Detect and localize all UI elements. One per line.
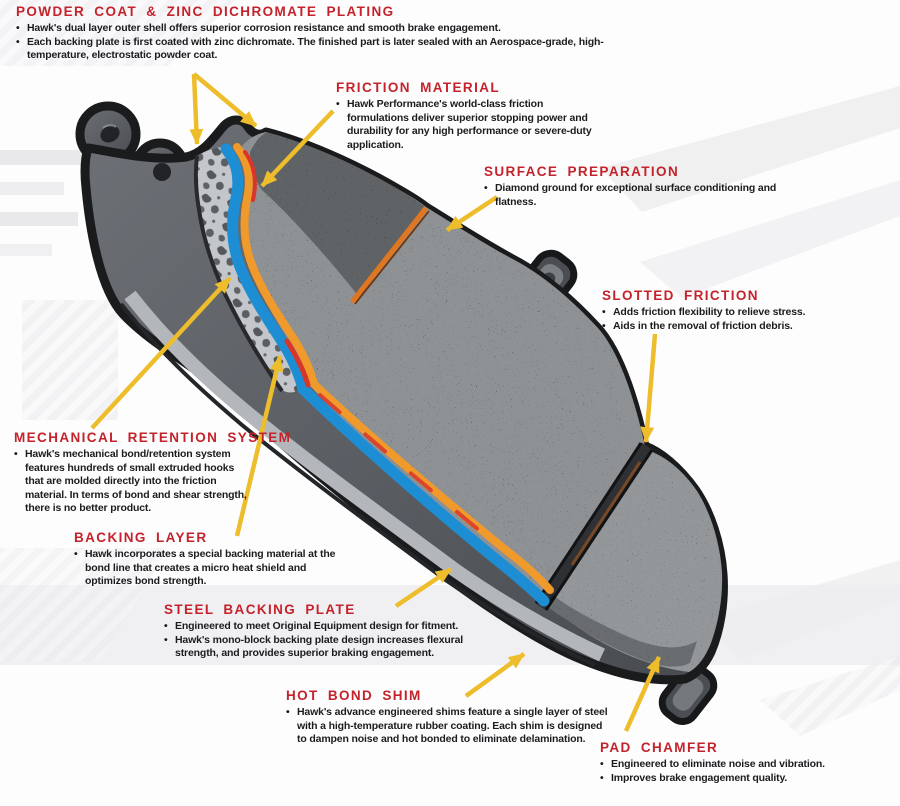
callout-steel-backing-plate: STEEL BACKING PLATE Engineered to meet O… [164, 602, 482, 661]
bullet: Hawk's mono-block backing plate design i… [164, 634, 482, 661]
callout-title: SLOTTED FRICTION [602, 288, 759, 303]
bond-line-red2 [284, 338, 311, 388]
bullet: Engineered to eliminate noise and vibrat… [600, 758, 882, 772]
friction-material [239, 132, 723, 672]
bond-layers [220, 143, 554, 607]
callout-friction-material: FRICTION MATERIAL Hawk Performance's wor… [336, 80, 592, 152]
arrow-pad-chamfer [623, 656, 662, 732]
callout-slotted-friction: SLOTTED FRICTION Adds friction flexibili… [602, 288, 872, 333]
bullet: Hawk's dual layer outer shell offers sup… [16, 22, 656, 36]
bullet: Hawk Performance's world-class friction … [336, 98, 592, 152]
pad-chamfer-facet [545, 594, 697, 667]
callout-title: MECHANICAL RETENTION SYSTEM [14, 430, 292, 445]
friction-slot [534, 442, 654, 611]
bullet: Hawk's mechanical bond/retention system … [14, 448, 252, 516]
bullet: Each backing plate is first coated with … [16, 36, 656, 63]
bullet: Diamond ground for exceptional surface c… [484, 182, 786, 209]
slot-groove-inner [350, 206, 428, 304]
ear-hole-right [153, 163, 171, 181]
callout-bullets: Adds friction flexibility to relieve str… [602, 306, 872, 333]
arrow-powder-coat-a [189, 73, 204, 145]
bullet: Engineered to meet Original Equipment de… [164, 620, 482, 634]
callout-bullets: Hawk Performance's world-class friction … [336, 98, 592, 152]
friction-cut-shadow [250, 132, 424, 298]
arrow-steel-backing-plate [394, 567, 453, 608]
bullet: Hawk's advance engineered shims feature … [286, 706, 610, 747]
retention-hooks-area [193, 147, 301, 393]
callout-bullets: Diamond ground for exceptional surface c… [484, 182, 786, 209]
callout-bullets: Engineered to eliminate noise and vibrat… [600, 758, 882, 785]
callout-title: FRICTION MATERIAL [336, 80, 501, 95]
arrow-powder-coat-b [192, 72, 258, 128]
callout-pad-chamfer: PAD CHAMFER Engineered to eliminate nois… [600, 740, 882, 785]
callout-hot-bond-shim: HOT BOND SHIM Hawk's advance engineered … [286, 688, 610, 747]
brake-pad [75, 101, 728, 725]
arrow-hot-bond-shim [464, 652, 526, 698]
bond-line-red [243, 150, 257, 202]
callout-title: PAD CHAMFER [600, 740, 719, 755]
callout-title: BACKING LAYER [74, 530, 208, 545]
callout-title: STEEL BACKING PLATE [164, 602, 356, 617]
callout-title: POWDER COAT & ZINC DICHROMATE PLATING [16, 4, 395, 19]
callout-powder-coat: POWDER COAT & ZINC DICHROMATE PLATING Ha… [16, 4, 656, 63]
callout-bullets: Hawk's advance engineered shims feature … [286, 706, 610, 747]
callout-bullets: Engineered to meet Original Equipment de… [164, 620, 482, 661]
arrow-friction-material [260, 109, 335, 188]
callout-surface-preparation: SURFACE PREPARATION Diamond ground for e… [484, 164, 786, 209]
arrow-slotted-friction [640, 333, 658, 443]
shim-layer-orange [233, 143, 554, 594]
backing-layer-blue [220, 143, 550, 607]
bond-flames-red [318, 393, 500, 548]
callout-bullets: Hawk's dual layer outer shell offers sup… [16, 22, 656, 63]
callout-title: HOT BOND SHIM [286, 688, 422, 703]
callout-title: SURFACE PREPARATION [484, 164, 680, 179]
plate-edge-line [119, 302, 596, 667]
bullet: Hawk incorporates a special backing mate… [74, 548, 340, 589]
bullet: Improves brake engagement quality. [600, 772, 882, 786]
callout-bullets: Hawk incorporates a special backing mate… [74, 548, 340, 589]
bullet: Adds friction flexibility to relieve str… [602, 306, 872, 320]
arrow-mechanical-retention [90, 276, 232, 430]
callout-mechanical-retention: MECHANICAL RETENTION SYSTEM Hawk's mecha… [14, 430, 292, 516]
plate-side-edge [124, 290, 605, 662]
callout-bullets: Hawk's mechanical bond/retention system … [14, 448, 252, 516]
bullet: Aids in the removal of friction debris. [602, 320, 872, 334]
callout-backing-layer: BACKING LAYER Hawk incorporates a specia… [74, 530, 340, 589]
ear-hole-left [100, 125, 120, 143]
